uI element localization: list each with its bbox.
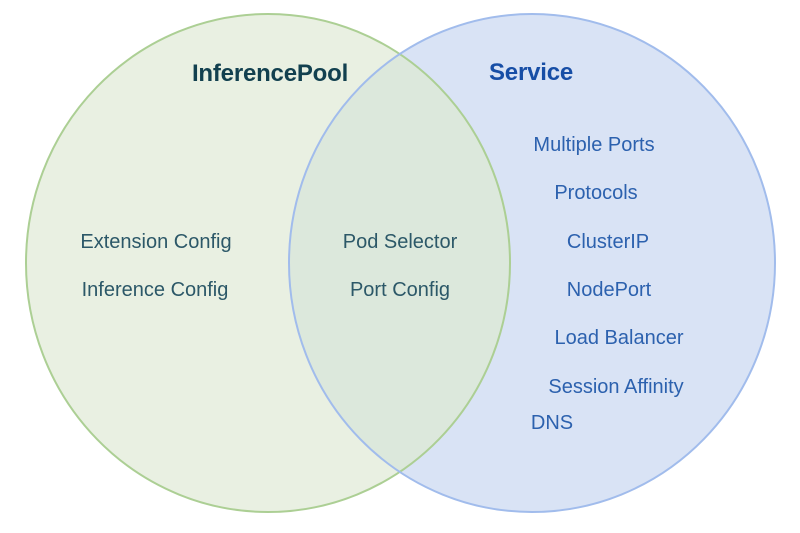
overlap-region-fill	[289, 14, 510, 512]
inferencepool-item-extension-config: Extension Config	[80, 231, 232, 253]
service-title: Service	[488, 59, 574, 86]
service-circle-outline	[288, 13, 776, 513]
inferencepool-item-inference-config: Inference Config	[81, 279, 229, 301]
inferencepool-circle-outline	[25, 13, 511, 513]
inferencepool-title: InferencePool	[191, 60, 349, 87]
service-item-protocols: Protocols	[554, 182, 638, 204]
service-item-session-affinity: Session Affinity	[548, 376, 684, 398]
service-item-multiple-ports: Multiple Ports	[533, 134, 655, 156]
overlap-item-pod-selector: Pod Selector	[342, 231, 458, 253]
service-item-nodeport: NodePort	[566, 279, 652, 301]
overlap-item-port-config: Port Config	[349, 279, 451, 301]
service-item-dns: DNS	[530, 412, 574, 434]
service-item-clusterip: ClusterIP	[566, 231, 650, 253]
service-item-load-balancer: Load Balancer	[554, 327, 684, 349]
